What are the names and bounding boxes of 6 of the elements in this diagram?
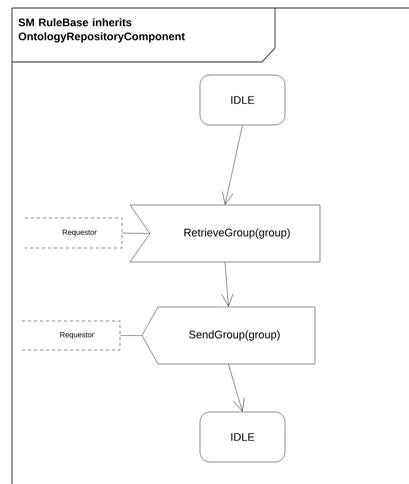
transition-arrow [228, 364, 244, 412]
state-box: IDLE [200, 412, 286, 462]
connector-line [120, 335, 142, 336]
state-box: IDLE [200, 74, 286, 126]
transition-arrow [222, 262, 234, 307]
transition-arrow [222, 125, 243, 205]
